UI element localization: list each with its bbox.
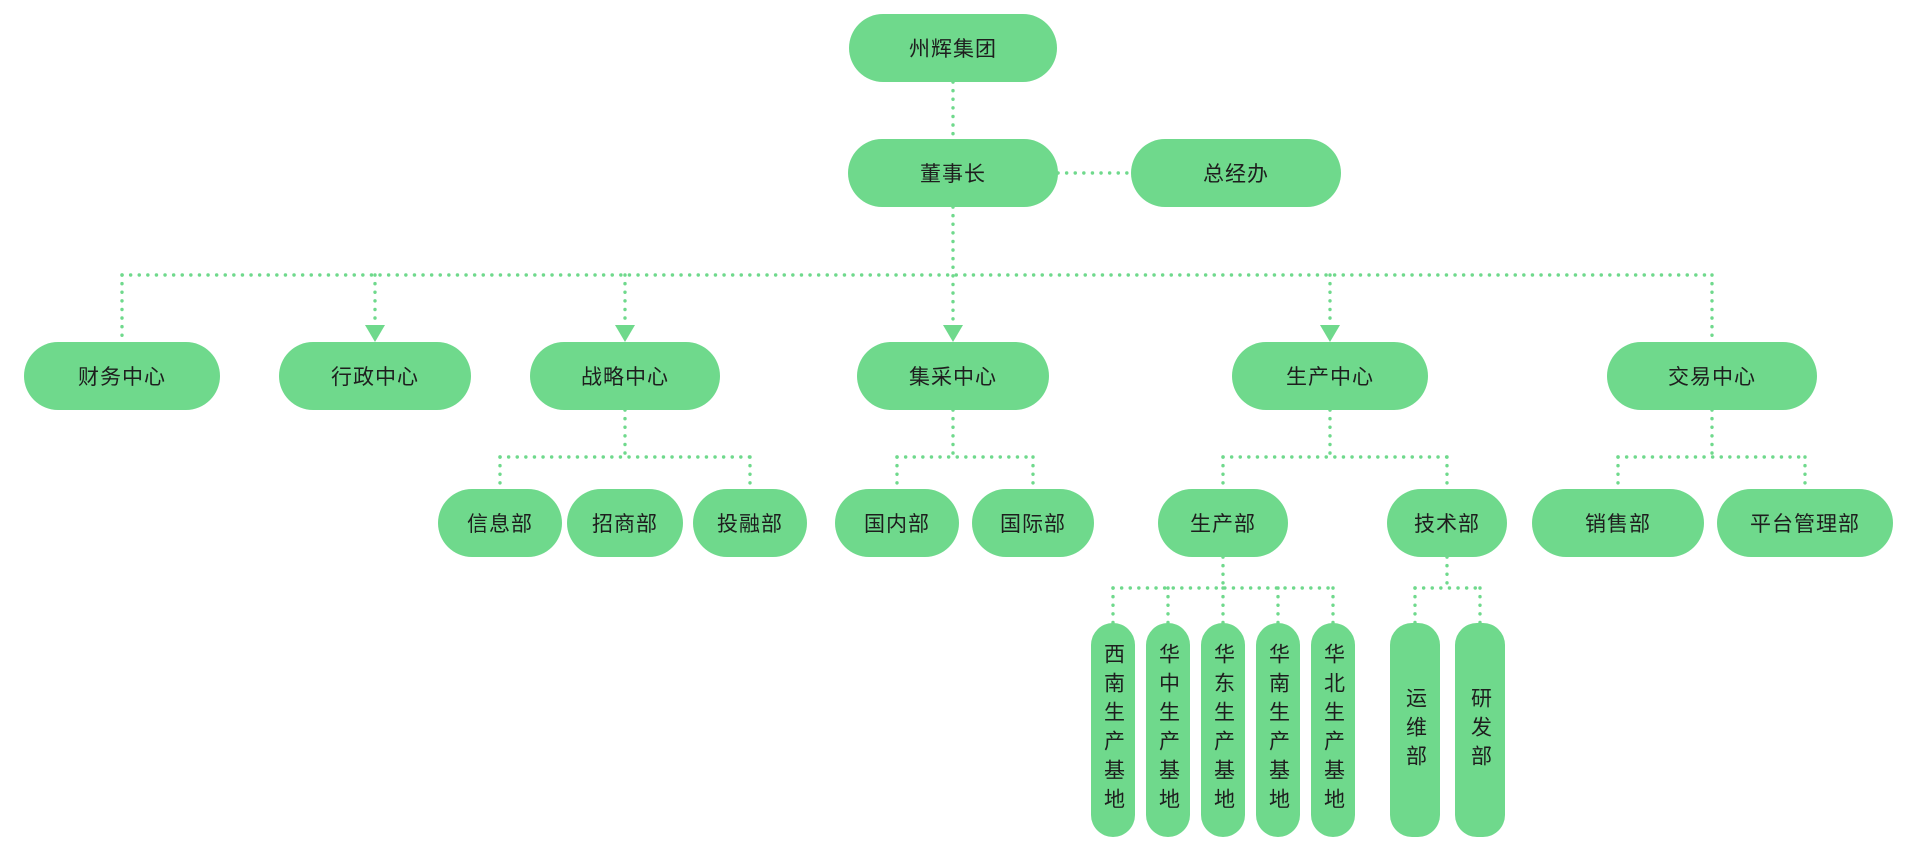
- org-node-base-north[interactable]: 华北生产基地: [1311, 623, 1355, 837]
- org-node-strategy-center[interactable]: 战略中心: [530, 342, 720, 410]
- org-node-group[interactable]: 州辉集团: [849, 14, 1057, 82]
- org-node-base-central[interactable]: 华中生产基地: [1146, 623, 1190, 837]
- org-node-base-east[interactable]: 华东生产基地: [1201, 623, 1245, 837]
- org-node-finance-center[interactable]: 财务中心: [24, 342, 220, 410]
- org-node-tech-dept[interactable]: 技术部: [1387, 489, 1507, 557]
- org-node-trading-center[interactable]: 交易中心: [1607, 342, 1817, 410]
- org-node-ops-dept[interactable]: 运维部: [1390, 623, 1440, 837]
- arrow-down-marker: [1320, 325, 1340, 342]
- org-node-base-southwest[interactable]: 西南生产基地: [1091, 623, 1135, 837]
- org-node-gm-office[interactable]: 总经办: [1131, 139, 1341, 207]
- org-node-investment-dept[interactable]: 投融部: [693, 489, 807, 557]
- org-node-info-dept[interactable]: 信息部: [438, 489, 562, 557]
- org-node-merchants-dept[interactable]: 招商部: [567, 489, 683, 557]
- org-node-domestic-dept[interactable]: 国内部: [835, 489, 959, 557]
- org-node-production-dept[interactable]: 生产部: [1158, 489, 1288, 557]
- org-node-admin-center[interactable]: 行政中心: [279, 342, 471, 410]
- org-node-platform-mgmt-dept[interactable]: 平台管理部: [1717, 489, 1893, 557]
- org-node-chairman[interactable]: 董事长: [848, 139, 1058, 207]
- org-node-international-dept[interactable]: 国际部: [972, 489, 1094, 557]
- org-node-rnd-dept[interactable]: 研发部: [1455, 623, 1505, 837]
- org-node-production-center[interactable]: 生产中心: [1232, 342, 1428, 410]
- org-node-procurement-center[interactable]: 集采中心: [857, 342, 1049, 410]
- org-node-base-south[interactable]: 华南生产基地: [1256, 623, 1300, 837]
- arrow-down-marker: [365, 325, 385, 342]
- arrow-down-marker: [615, 325, 635, 342]
- org-node-sales-dept[interactable]: 销售部: [1532, 489, 1704, 557]
- arrow-down-marker: [943, 325, 963, 342]
